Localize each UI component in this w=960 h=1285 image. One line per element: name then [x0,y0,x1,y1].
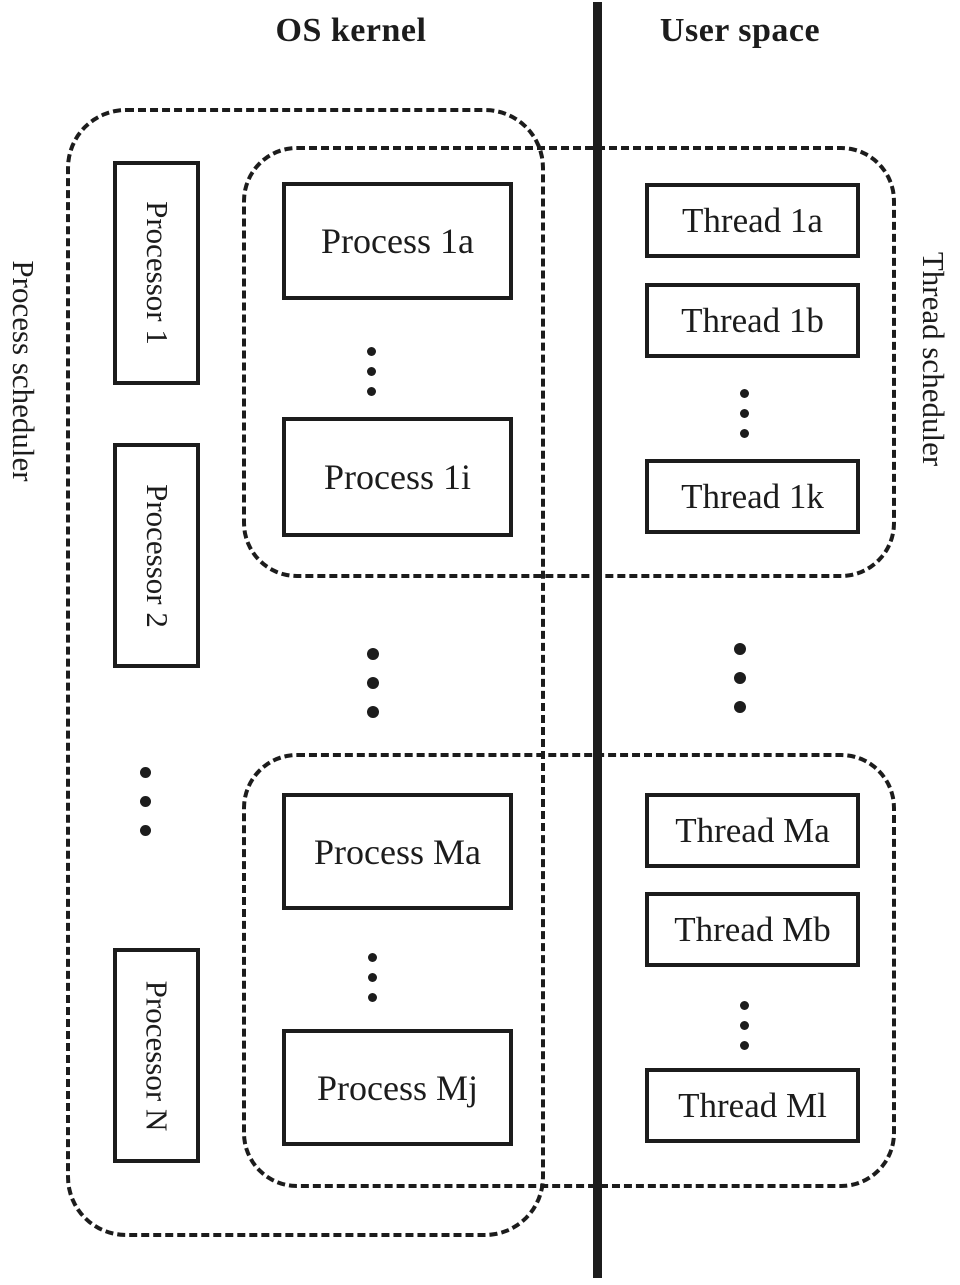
processors-ellipsis [140,758,151,845]
process-1a-box: Process 1a [282,182,513,300]
thread-group-m-ellipsis [740,995,749,1055]
kernel-user-divider-line [593,2,602,1278]
thread-group-1-ellipsis [740,383,749,443]
process-group-m-boundary [242,753,896,1188]
process-1i-label: Process 1i [324,457,471,497]
os-kernel-header: OS kernel [275,12,427,49]
processor-2-label: Processor 2 [139,483,175,628]
thread-ma-box: Thread Ma [645,793,860,868]
process-group-1-boundary [242,146,896,578]
process-ma-box: Process Ma [282,793,513,910]
processor-1-label: Processor 1 [139,201,175,345]
process-groups-ellipsis [367,639,379,726]
thread-ml-label: Thread Ml [678,1085,827,1125]
thread-1b-box: Thread 1b [645,283,860,358]
thread-mb-box: Thread Mb [645,892,860,967]
processor-n-box: Processor N [113,948,200,1163]
process-scheduler-label: Process scheduler [6,260,41,482]
thread-ml-box: Thread Ml [645,1068,860,1143]
user-space-header: User space [659,12,821,49]
thread-scheduler-label: Thread scheduler [916,251,951,467]
process-scheduler-boundary [66,108,545,1237]
thread-1k-label: Thread 1k [681,476,824,516]
process-mj-label: Process Mj [317,1067,478,1108]
thread-groups-ellipsis [734,634,746,721]
thread-1a-label: Thread 1a [682,200,823,240]
process-1a-label: Process 1a [321,221,474,261]
thread-mb-label: Thread Mb [674,909,831,949]
process-group-1-ellipsis [367,341,376,401]
process-ma-label: Process Ma [314,831,481,872]
processor-n-label: Processor N [139,980,175,1131]
thread-ma-label: Thread Ma [675,810,830,850]
processor-1-box: Processor 1 [113,161,200,385]
thread-1k-box: Thread 1k [645,459,860,534]
process-1i-box: Process 1i [282,417,513,537]
thread-1b-label: Thread 1b [681,300,824,340]
thread-1a-box: Thread 1a [645,183,860,258]
process-group-m-ellipsis [368,947,377,1007]
processor-2-box: Processor 2 [113,443,200,668]
process-mj-box: Process Mj [282,1029,513,1146]
